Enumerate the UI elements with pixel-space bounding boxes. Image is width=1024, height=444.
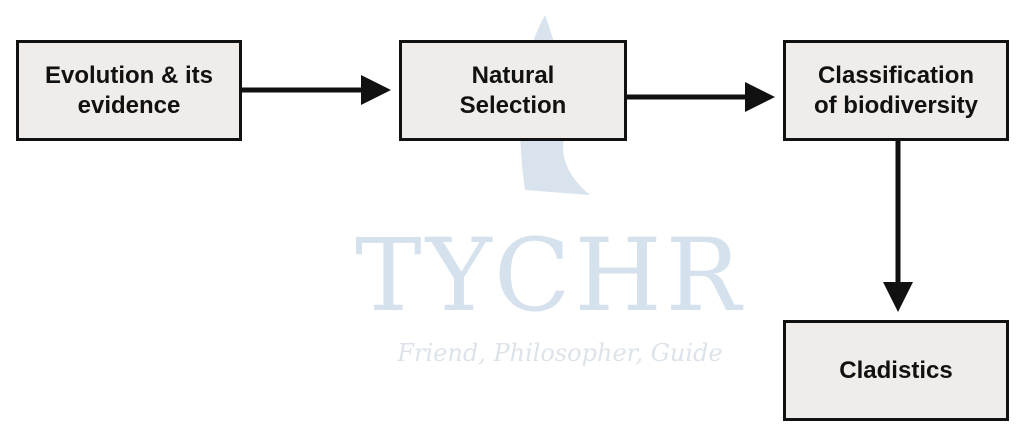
node-label: Natural Selection <box>459 61 567 119</box>
node-cladistics: Cladistics <box>783 320 1009 421</box>
node-label: Evolution & its evidence <box>45 61 213 119</box>
node-label: Classification of biodiversity <box>813 61 979 119</box>
watermark-title: TYCHR <box>355 224 745 328</box>
node-classification: Classification of biodiversity <box>783 40 1009 141</box>
node-label: Cladistics <box>839 356 953 384</box>
node-natural-selection: Natural Selection <box>399 40 627 141</box>
watermark-tagline: Friend, Philosopher, Guide <box>397 339 723 367</box>
node-evolution: Evolution & its evidence <box>16 40 242 141</box>
